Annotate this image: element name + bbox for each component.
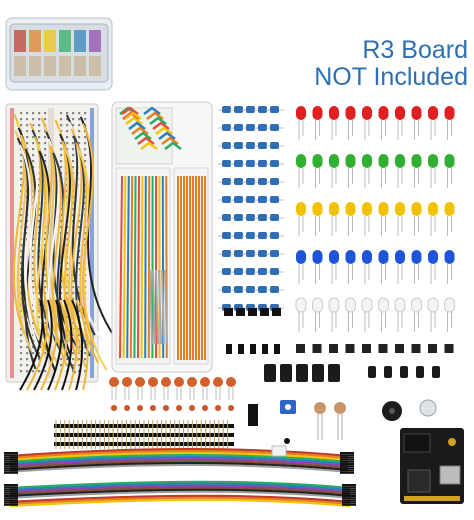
buzzer-image (382, 401, 402, 421)
small-components (264, 344, 454, 382)
breadboard-power-module-image (400, 428, 464, 504)
ribbon-jumper-cables (4, 448, 356, 508)
tilt-switch-image (271, 445, 287, 457)
coin-cell-image (419, 399, 437, 417)
dupont-wire-bundle (13, 113, 116, 391)
jumper-wire-kit-image (111, 101, 213, 373)
resistor-grid (218, 106, 284, 354)
ic-chip-image (248, 404, 258, 426)
photoresistor-image (314, 402, 346, 440)
pin-header-strips (54, 420, 234, 449)
ceramic-capacitor-row (109, 377, 236, 411)
led-grid (295, 106, 455, 332)
small-sensor-image (284, 438, 290, 444)
notice-line-1: R3 Board (362, 36, 468, 64)
storage-box-image (5, 17, 113, 91)
potentiometer-image (280, 400, 296, 414)
notice-line-2: NOT Included (314, 63, 468, 91)
